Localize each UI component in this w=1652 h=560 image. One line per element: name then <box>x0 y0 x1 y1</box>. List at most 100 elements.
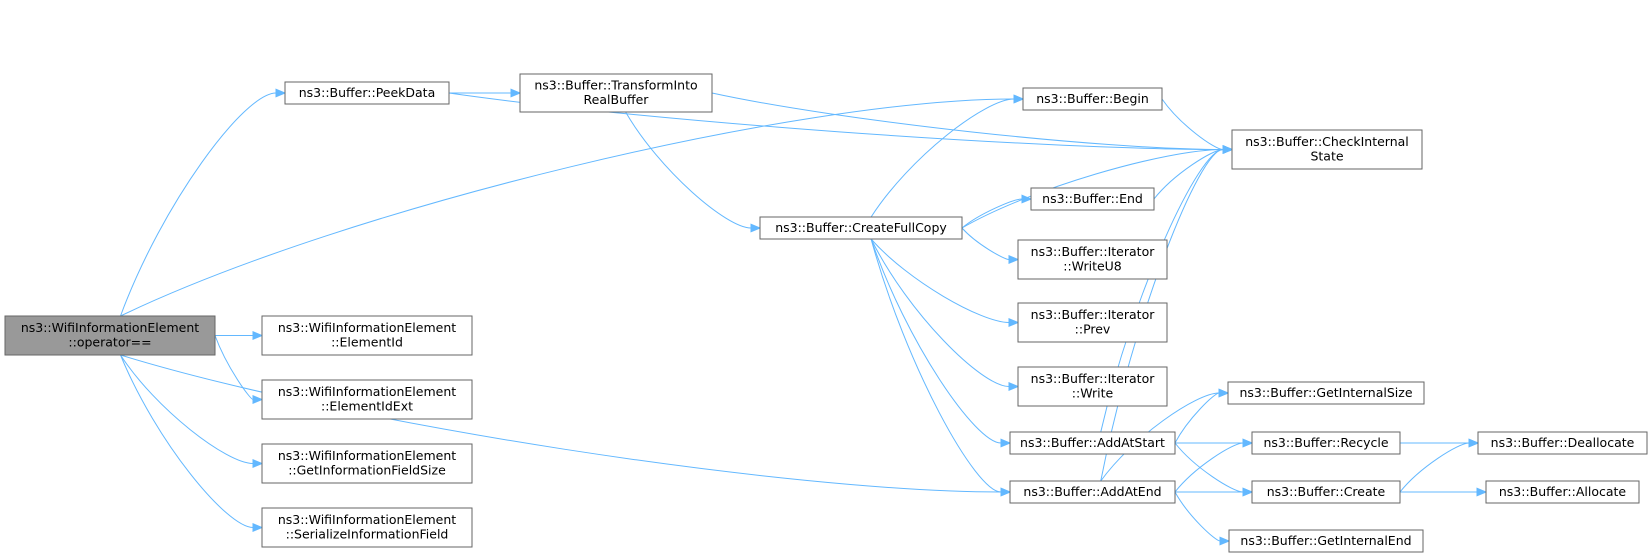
edge-aae-create <box>1174 487 1254 497</box>
edge-root-peek <box>120 88 287 317</box>
edge-create-alloc <box>1399 487 1488 497</box>
node-box <box>284 81 450 105</box>
node-gie[interactable]: ns3::Buffer::GetInternalEnd <box>1228 529 1424 553</box>
edge-line <box>870 238 1002 444</box>
node-eid[interactable]: ns3::WifiInformationElement::ElementId <box>261 315 473 356</box>
node-box <box>519 73 713 113</box>
arrowhead <box>1242 438 1254 448</box>
edge-line <box>870 238 1010 323</box>
node-label: ns3::Buffer::AddAtStart <box>1020 435 1165 450</box>
arrowhead <box>252 394 264 405</box>
edges-layer <box>120 88 1488 546</box>
arrowhead <box>1219 536 1231 546</box>
edge-cfc-prev <box>870 238 1020 328</box>
node-label: ns3::WifiInformationElement <box>21 320 199 335</box>
node-label: ns3::Buffer::CheckInternal <box>1245 134 1409 149</box>
node-label: ns3::Buffer::PeekData <box>299 85 436 100</box>
edge-root-gifs <box>120 354 264 469</box>
node-wu8[interactable]: ns3::Buffer::Iterator::WriteU8 <box>1017 239 1168 280</box>
node-box <box>1227 381 1425 405</box>
arrowhead <box>1008 254 1020 265</box>
node-sif[interactable]: ns3::WifiInformationElement::SerializeIn… <box>261 507 473 548</box>
node-label: ns3::Buffer::GetInternalSize <box>1239 385 1412 400</box>
edge-aae-rec <box>1174 438 1254 493</box>
edge-aas-create <box>1174 442 1254 497</box>
node-label: ns3::Buffer::AddAtEnd <box>1023 484 1161 499</box>
edge-cfc-write <box>870 238 1020 392</box>
node-label: ns3::Buffer::End <box>1042 191 1143 206</box>
node-alloc[interactable]: ns3::Buffer::Allocate <box>1485 480 1640 504</box>
edge-line <box>870 98 1015 218</box>
node-label: ns3::Buffer::Iterator <box>1031 307 1156 322</box>
node-box <box>261 315 473 356</box>
node-end[interactable]: ns3::Buffer::End <box>1030 187 1155 211</box>
node-label: RealBuffer <box>584 92 650 107</box>
node-label: ::WriteU8 <box>1063 259 1122 274</box>
node-box <box>1009 480 1176 504</box>
arrowhead <box>1000 438 1012 448</box>
edge-cfc-wu8 <box>961 227 1020 265</box>
node-label: ::ElementIdExt <box>321 399 413 414</box>
node-box <box>1017 239 1168 280</box>
edge-begin-cis <box>1161 98 1234 155</box>
arrowhead <box>1242 487 1254 497</box>
edge-cfc-end <box>961 194 1033 229</box>
edge-line <box>1161 98 1224 150</box>
node-begin[interactable]: ns3::Buffer::Begin <box>1022 87 1163 111</box>
arrowhead <box>510 88 522 98</box>
edge-line <box>120 354 1002 493</box>
node-eidx[interactable]: ns3::WifiInformationElement::ElementIdEx… <box>261 379 473 420</box>
node-label: ns3::Buffer::GetInternalEnd <box>1240 533 1411 548</box>
node-prev[interactable]: ns3::Buffer::Iterator::Prev <box>1017 302 1168 343</box>
node-gis[interactable]: ns3::Buffer::GetInternalSize <box>1227 381 1425 405</box>
node-box <box>4 315 216 356</box>
node-label: ns3::WifiInformationElement <box>278 512 456 527</box>
edge-line <box>1174 491 1221 542</box>
node-aae[interactable]: ns3::Buffer::AddAtEnd <box>1009 480 1176 504</box>
edge-line <box>961 227 1010 260</box>
node-write[interactable]: ns3::Buffer::Iterator::Write <box>1017 366 1168 407</box>
arrowhead <box>1218 388 1230 398</box>
node-box <box>1251 431 1401 455</box>
node-rec[interactable]: ns3::Buffer::Recycle <box>1251 431 1401 455</box>
node-label: ns3::WifiInformationElement <box>278 448 456 463</box>
node-cfc[interactable]: ns3::Buffer::CreateFullCopy <box>759 216 963 240</box>
node-label: ns3::Buffer::Allocate <box>1499 484 1627 499</box>
edge-line <box>961 149 1224 229</box>
edge-line <box>1174 392 1220 444</box>
node-label: ::ElementId <box>331 335 403 350</box>
node-box <box>1477 431 1648 455</box>
node-peek[interactable]: ns3::Buffer::PeekData <box>284 81 450 105</box>
edge-line <box>120 98 1015 317</box>
node-label: ns3::Buffer::TransformInto <box>534 78 697 93</box>
edge-line <box>214 335 254 400</box>
node-label: ::Prev <box>1075 322 1111 337</box>
edge-line <box>1174 442 1244 493</box>
edge-aae-gie <box>1174 491 1231 546</box>
arrowhead <box>1021 194 1033 204</box>
node-label: ::SerializeInformationField <box>286 527 449 542</box>
arrowhead <box>1476 487 1488 497</box>
node-label: ns3::Buffer::Deallocate <box>1491 435 1635 450</box>
edge-line <box>625 111 752 229</box>
node-label: ::GetInformationFieldSize <box>288 463 446 478</box>
edge-aae-gis <box>1100 388 1230 482</box>
node-gifs[interactable]: ns3::WifiInformationElement::GetInformat… <box>261 443 473 484</box>
edge-cfc-begin <box>870 94 1025 218</box>
edge-cfc-cis <box>961 144 1234 229</box>
edge-root-aae <box>120 354 1012 497</box>
node-aas[interactable]: ns3::Buffer::AddAtStart <box>1009 431 1176 455</box>
edge-create-dealloc <box>1399 438 1480 493</box>
node-root[interactable]: ns3::WifiInformationElement::operator== <box>4 315 216 356</box>
arrowhead <box>252 522 264 533</box>
node-label: ns3::Buffer::Iterator <box>1031 371 1156 386</box>
node-dealloc[interactable]: ns3::Buffer::Deallocate <box>1477 431 1648 455</box>
node-box <box>1022 87 1163 111</box>
node-create[interactable]: ns3::Buffer::Create <box>1251 480 1401 504</box>
node-label: ::operator== <box>68 335 151 350</box>
edge-line <box>1399 442 1470 493</box>
node-label: ns3::Buffer::Create <box>1267 484 1386 499</box>
